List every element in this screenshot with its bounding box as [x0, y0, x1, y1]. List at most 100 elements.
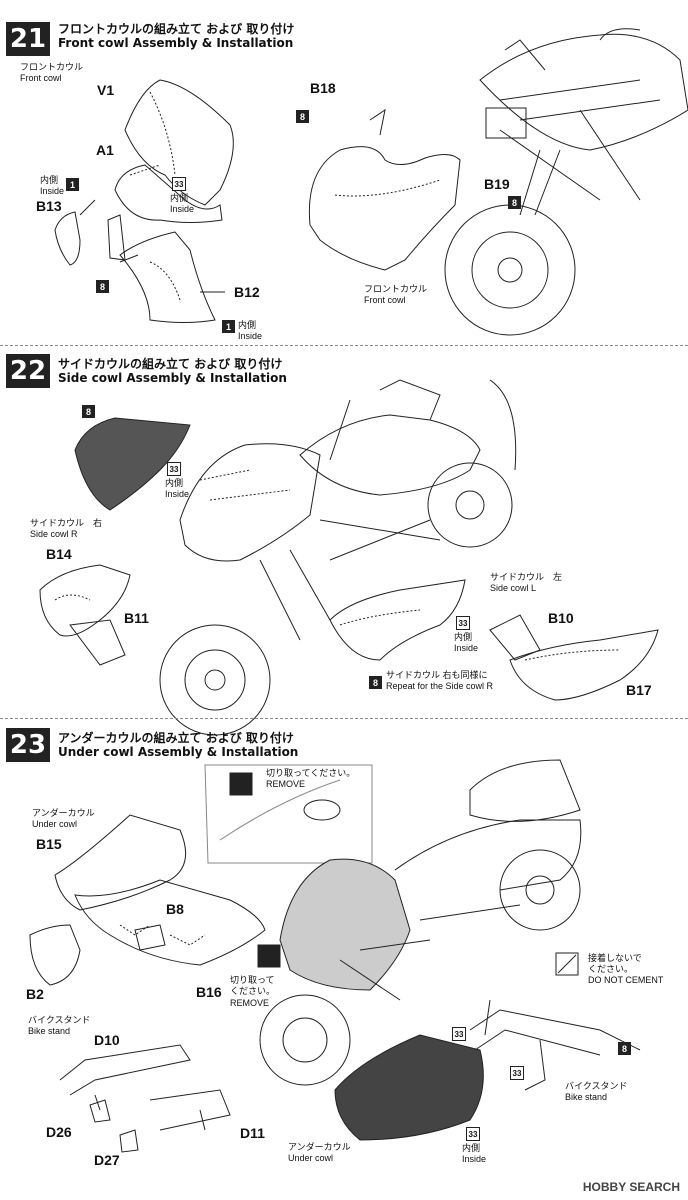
- b17-part-drawing: [509, 629, 659, 701]
- badge-33-b: 33: [167, 462, 181, 476]
- part-b13-label: B13: [36, 198, 62, 214]
- inside-label-en-4: Inside: [165, 489, 190, 499]
- front-cowl-label-jp: フロントカウル: [20, 62, 84, 72]
- bike-stand-label-jp: バイクスタンド: [28, 1015, 91, 1025]
- divider-2: [0, 718, 688, 719]
- repeat-label-jp: サイドカウル 右も同様に: [386, 670, 488, 680]
- part-b10-label: B10: [548, 610, 574, 626]
- badge-8-c: 8: [508, 196, 521, 209]
- inside-label-jp-3: 内側: [238, 320, 257, 330]
- badge-33-a: 33: [172, 177, 186, 191]
- part-d27-label: D27: [94, 1152, 120, 1168]
- repeat-label-en: Repeat for the Side cowl R: [386, 681, 494, 691]
- badge-1-a: 1: [66, 178, 79, 191]
- part-d26-label: D26: [46, 1124, 72, 1140]
- b2-part-drawing: [29, 924, 81, 986]
- step-23-number: 23: [6, 728, 50, 762]
- inside-label-jp-1: 内側: [40, 175, 59, 185]
- side-cowl-l-label-jp: サイドカウル 左: [490, 572, 563, 582]
- under-cowl-lower-drawing: [334, 1034, 484, 1141]
- d26-part-drawing: [89, 1099, 111, 1123]
- under-cowl-label-jp: アンダーカウル: [32, 808, 95, 818]
- part-b11-label: B11: [124, 610, 149, 626]
- front-cowl-label-en: Front cowl: [20, 73, 62, 83]
- inside-label-jp-2: 内側: [170, 193, 189, 203]
- step-21-title-en: Front cowl Assembly & Installation: [58, 36, 294, 50]
- part-v1-label: V1: [97, 82, 115, 98]
- v1-cowl-drawing: [124, 79, 234, 206]
- inside-label-en-1: Inside: [40, 186, 65, 196]
- step-23-title-en: Under cowl Assembly & Installation: [58, 745, 299, 759]
- step-22-title-jp: サイドカウルの組み立て および 取り付け: [58, 357, 283, 371]
- badge-33-f: 33: [466, 1127, 480, 1141]
- b15-part-drawing: [54, 814, 187, 911]
- part-b18-label: B18: [310, 80, 336, 96]
- side-cowl-l-label-en: Side cowl L: [490, 583, 537, 593]
- under-cowl-main-drawing: [74, 879, 266, 966]
- remove-label-en-1: REMOVE: [266, 779, 306, 789]
- side-cowl-r-label-en: Side cowl R: [30, 529, 78, 539]
- badge-8-d: 8: [82, 405, 95, 418]
- step-21-number: 21: [6, 22, 50, 56]
- part-b15-label: B15: [36, 836, 62, 852]
- step-23-title-jp: アンダーカウルの組み立て および 取り付け: [58, 731, 294, 745]
- remove-label-jp-1: 切り取ってください。: [266, 768, 356, 778]
- badge-1-b: 1: [222, 320, 235, 333]
- b11-part-drawing: [69, 619, 126, 666]
- badge-33-d: 33: [452, 1027, 466, 1041]
- inside-label-en-6: Inside: [462, 1154, 487, 1164]
- inside-label-jp-4: 内側: [165, 478, 184, 488]
- d27-part-drawing: [119, 1129, 139, 1153]
- bike-front-21-drawing: [308, 146, 461, 271]
- bike-stand-right-drawing: [469, 999, 641, 1091]
- inside-label-en-5: Inside: [454, 643, 479, 653]
- part-b14-label: B14: [46, 546, 72, 562]
- inside-label-jp-6: 内側: [462, 1143, 481, 1153]
- part-d11-label: D11: [240, 1125, 265, 1141]
- remove-label-jp-2: 切り取って ください。: [230, 975, 276, 996]
- part-b8-label: B8: [166, 901, 184, 917]
- part-a1-label: A1: [96, 142, 114, 158]
- b12-part-drawing: [119, 231, 216, 323]
- under-cowl2-label-en: Under cowl: [288, 1153, 334, 1163]
- step-22-title-en: Side cowl Assembly & Installation: [58, 371, 287, 385]
- part-b12-label: B12: [234, 284, 260, 300]
- side-cowl-r-label-jp: サイドカウル 右: [30, 518, 103, 528]
- side-cowl-mid-drawing: [329, 579, 466, 661]
- b14-part-drawing: [39, 564, 131, 637]
- bike-stand-label-en: Bike stand: [28, 1026, 71, 1036]
- under-cowl2-label-jp: アンダーカウル: [288, 1142, 351, 1152]
- bike-stand2-label-en: Bike stand: [565, 1092, 608, 1102]
- watermark: HOBBY SEARCH: [582, 1180, 680, 1194]
- under-cowl-label-en: Under cowl: [32, 819, 78, 829]
- step-22-number: 22: [6, 354, 50, 388]
- inside-label-en-3: Inside: [238, 331, 263, 341]
- front-cowl2-label-en: Front cowl: [364, 295, 406, 305]
- no-cement-label-jp: 接着しないで ください。: [588, 953, 642, 974]
- badge-8-a: 8: [96, 280, 109, 293]
- badge-8-f: 8: [618, 1042, 631, 1055]
- inside-label-jp-5: 内側: [454, 632, 473, 642]
- part-b16-label: B16: [196, 984, 222, 1000]
- a1-screen-drawing: [114, 164, 223, 223]
- inside-label-en-2: Inside: [170, 204, 195, 214]
- bike-23-drawing: [279, 858, 411, 991]
- bike-stand2-label-jp: バイクスタンド: [565, 1081, 628, 1091]
- bike-stand-left-drawing: [59, 1044, 231, 1131]
- side-cowl-8-drawing: [74, 417, 191, 511]
- step-21-title-jp: フロントカウルの組み立て および 取り付け: [58, 22, 295, 36]
- b10-part-drawing: [489, 614, 541, 661]
- part-b17-label: B17: [626, 682, 652, 698]
- badge-33-e: 33: [510, 1066, 524, 1080]
- divider-1: [0, 345, 688, 346]
- part-b2-label: B2: [26, 986, 44, 1002]
- part-b19-label: B19: [484, 176, 510, 192]
- part-d10-label: D10: [94, 1032, 120, 1048]
- b8-part-drawing: [134, 924, 166, 951]
- badge-8-b: 8: [296, 110, 309, 123]
- badge-33-c: 33: [456, 616, 470, 630]
- no-cement-label-en: DO NOT CEMENT: [588, 975, 664, 985]
- b13-part-drawing: [54, 211, 81, 266]
